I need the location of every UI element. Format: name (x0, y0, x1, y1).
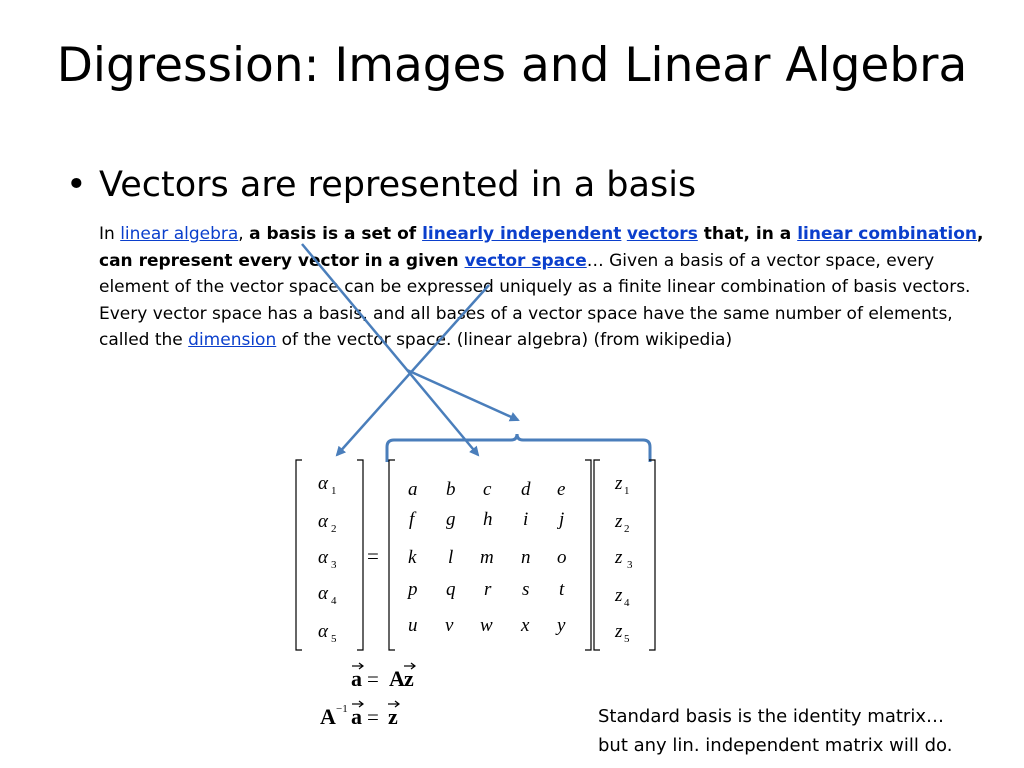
matrix-brace (385, 433, 652, 462)
z-subscript: 1 (624, 485, 630, 497)
matrix-entry: f (409, 509, 417, 530)
def-text-1: In (99, 224, 121, 244)
basis-definition-paragraph: In linear algebra, a basis is a set of l… (99, 221, 999, 354)
matrix-entry: k (408, 547, 417, 568)
z-symbol: z (614, 621, 623, 642)
alpha-symbol: α (318, 547, 329, 568)
basis-matrix-left-bracket (388, 459, 395, 651)
matrix-entry: q (446, 579, 456, 600)
alpha-vector-right-bracket (357, 459, 364, 651)
alpha-subscript: 3 (331, 559, 337, 571)
matrix-entry: l (448, 547, 453, 568)
mat-A: A (389, 666, 405, 691)
alpha-vector-left-bracket (295, 459, 302, 651)
alpha-subscript: 5 (331, 633, 337, 645)
arrow-to-basis-matrix (301, 243, 480, 457)
arrow-to-alpha-vector (335, 284, 490, 457)
def-text-5: of the vector space. (linear algebra) (f… (276, 330, 733, 350)
def-text-2: , (238, 224, 250, 244)
def-bold-2: that, in a (697, 224, 798, 244)
def-bold-1: a basis is a set of (249, 224, 423, 244)
z-vector-right-bracket (649, 459, 656, 651)
matrix-entry: d (521, 479, 531, 500)
vec-a: a (351, 666, 362, 691)
matrix-entry: v (445, 615, 454, 636)
equals-sign: = (367, 667, 379, 691)
note-line-1: Standard basis is the identity matrix… (598, 706, 944, 727)
matrix-entry: a (408, 479, 418, 500)
link-vector-space[interactable]: vector space (464, 250, 587, 271)
z-subscript: 2 (624, 523, 630, 535)
equation-a-equals-Az: a = A z (351, 662, 416, 691)
def-text-4: … Given a basis of a vector space, every… (99, 250, 971, 351)
alpha-subscript: 2 (331, 523, 337, 535)
arrow-to-matrix-brace (406, 368, 520, 422)
mat-A: A (320, 704, 336, 729)
equals-sign: = (367, 544, 379, 568)
link-linear-combination[interactable]: linear combination (797, 224, 978, 244)
bullet-text: Vectors are represented in a basis (99, 165, 697, 205)
z-subscript: 3 (627, 559, 633, 571)
slide-title: Digression: Images and Linear Algebra (56, 38, 968, 93)
basis-matrix: a b c d e f g h i j k l m n o p q r s t … (406, 479, 567, 636)
bullet-point: • Vectors are represented in a basis (66, 160, 696, 210)
matrix-entry: x (520, 615, 530, 636)
equation-Ainv-a-equals-z: A −1 a = z (320, 700, 400, 729)
z-symbol: z (614, 585, 623, 606)
standard-basis-note: Standard basis is the identity matrix… b… (598, 702, 952, 760)
alpha-symbol: α (318, 473, 329, 494)
inverse-exponent: −1 (336, 703, 348, 715)
vector-arrow-icon (394, 700, 400, 708)
vector-arrow-icon (410, 662, 416, 670)
alpha-symbol: α (318, 621, 329, 642)
vec-z: z (404, 666, 414, 691)
alpha-symbol: α (318, 583, 329, 604)
vector-arrow-icon (358, 662, 364, 670)
matrix-entry: p (406, 579, 418, 600)
link-linearly-independent[interactable]: linearly independent (422, 224, 622, 244)
z-vector-left-bracket (593, 459, 600, 651)
basis-matrix-right-bracket (585, 459, 592, 651)
alpha-subscript: 4 (331, 595, 337, 607)
matrix-entry: b (446, 479, 456, 500)
matrix-entry: i (523, 509, 528, 530)
note-line-2: but any lin. independent matrix will do. (598, 735, 953, 756)
matrix-entry: t (559, 579, 565, 600)
matrix-entry: r (484, 579, 492, 600)
matrix-entry: w (480, 615, 493, 636)
matrix-entry: h (483, 509, 493, 530)
z-subscript: 5 (624, 633, 630, 645)
matrix-entry: s (522, 579, 529, 600)
alpha-symbol: α (318, 511, 329, 532)
def-bold-3: , can represent every vector in a given (99, 224, 984, 271)
matrix-entry: n (521, 547, 531, 568)
vec-a: a (351, 704, 362, 729)
matrix-entry: g (446, 509, 456, 530)
matrix-entry: o (557, 547, 567, 568)
matrix-entry: y (555, 615, 566, 636)
matrix-entry: e (557, 479, 565, 500)
matrix-entry: u (408, 615, 418, 636)
link-vectors[interactable]: vectors (626, 224, 698, 244)
link-dimension[interactable]: dimension (188, 330, 277, 350)
alpha-subscript: 1 (331, 485, 337, 497)
z-symbol: z (614, 473, 623, 494)
link-linear-algebra[interactable]: linear algebra (120, 224, 239, 244)
z-symbol: z (614, 547, 623, 568)
vector-arrow-icon (358, 700, 364, 708)
z-symbol: z (614, 511, 623, 532)
matrix-entry: m (480, 547, 494, 568)
matrix-entry: j (556, 509, 564, 530)
matrix-entry: c (483, 479, 492, 500)
vec-z: z (388, 704, 398, 729)
z-subscript: 4 (624, 597, 630, 609)
bullet-dot-icon: • (66, 165, 87, 205)
equals-sign: = (367, 705, 379, 729)
